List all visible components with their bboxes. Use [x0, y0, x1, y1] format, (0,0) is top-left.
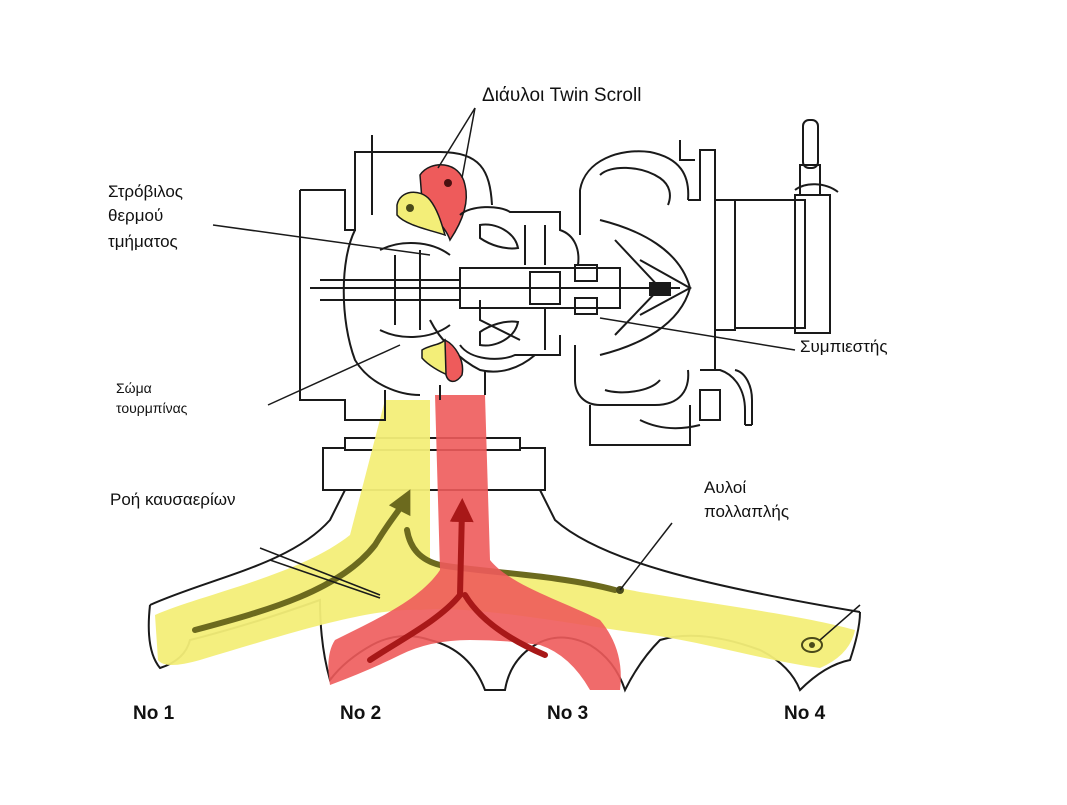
compressor-housing	[574, 140, 753, 446]
turbine-label-line2: θερμού	[108, 206, 164, 225]
turbine-housing-label-line2: τουρμπίνας	[116, 400, 188, 416]
wastegate-actuator	[734, 119, 839, 334]
compressor-label: Συμπιεστής	[800, 337, 888, 356]
manifold-runners-label-line1: Αυλοί	[704, 478, 747, 497]
twin-scroll-label: Διάυλοι Twin Scroll	[482, 85, 642, 106]
turbine-label-line1: Στρόβιλος	[108, 182, 183, 201]
cylinder-label-3: No 3	[547, 703, 589, 724]
cylinder-label-2: No 2	[340, 703, 382, 724]
twin-scroll-channels	[396, 164, 467, 383]
exhaust-flow-label: Ροή καυσαερίων	[110, 490, 236, 509]
turbine-housing-label-line1: Σώμα	[116, 380, 152, 396]
bearing-housing	[459, 206, 680, 360]
red-manifold-channel	[328, 395, 621, 690]
turbine-label-line3: τμήματος	[108, 232, 178, 251]
turbine-housing	[299, 135, 536, 421]
cylinder-label-1: No 1	[133, 703, 175, 724]
cylinder-label-4: No 4	[784, 703, 826, 724]
manifold-runners-label-line2: πολλαπλής	[704, 502, 790, 521]
leader-lines	[212, 107, 861, 641]
